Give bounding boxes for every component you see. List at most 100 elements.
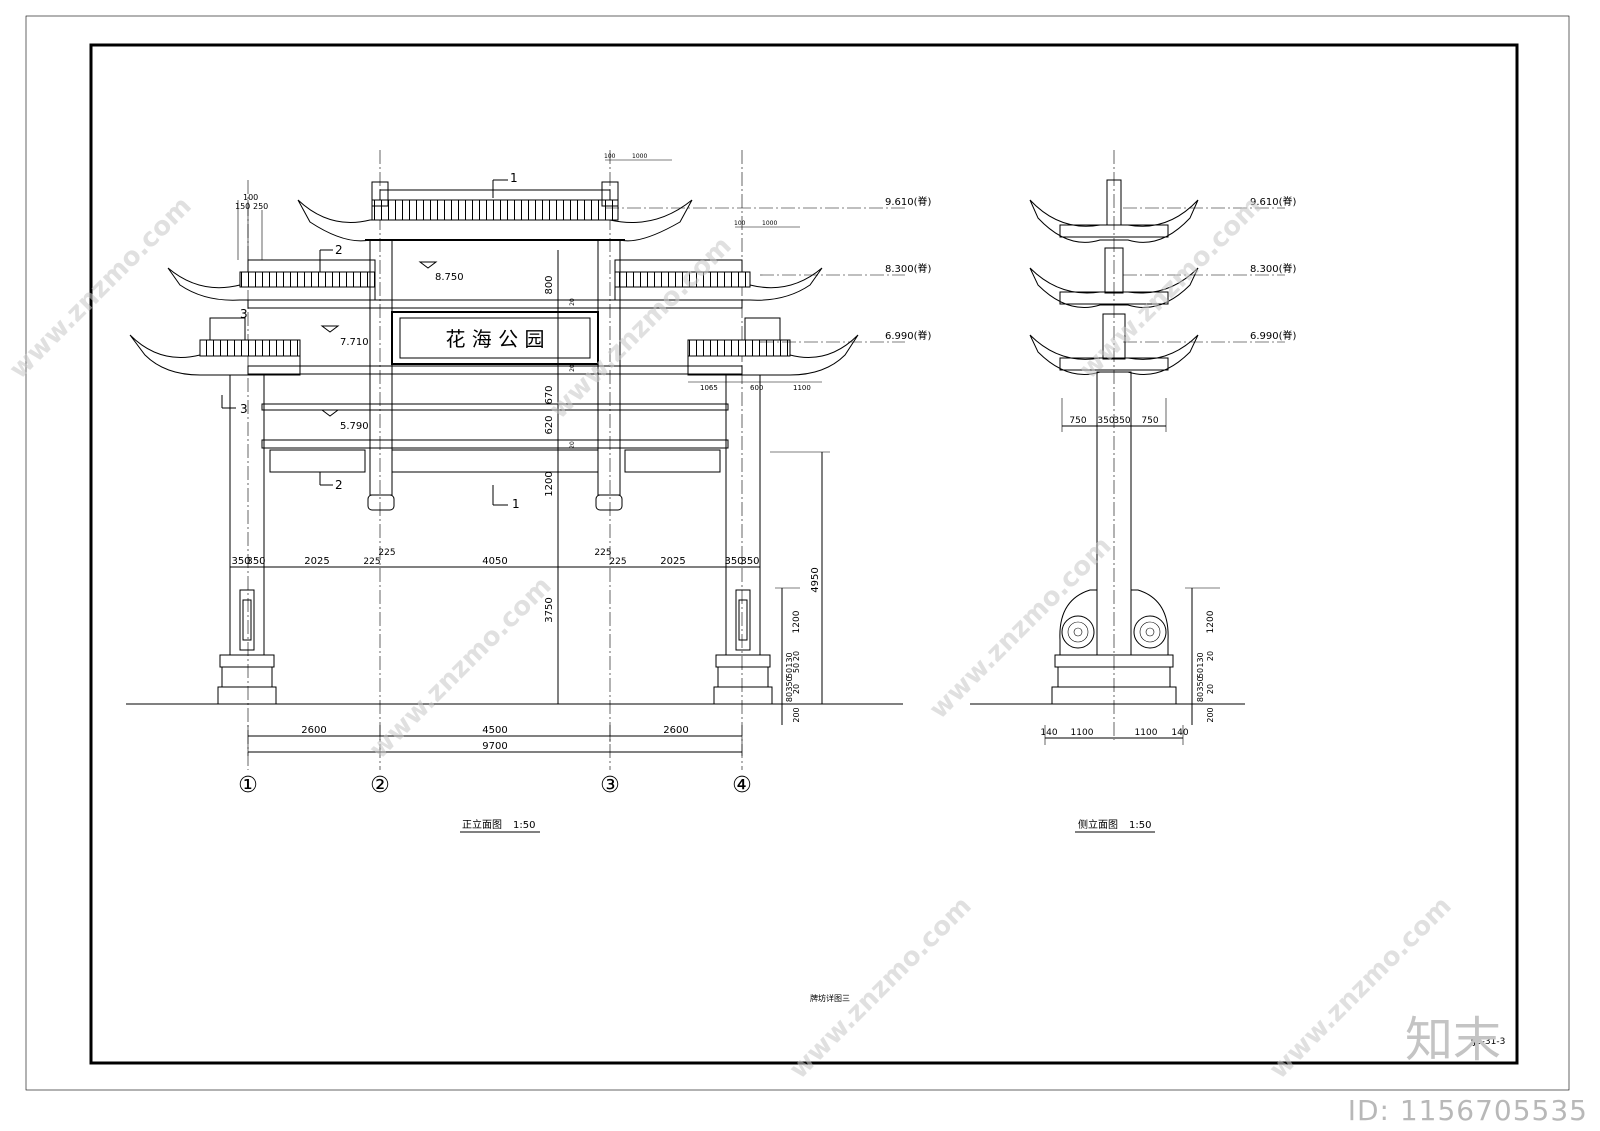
vdim-1200b: 1200 [792,610,802,633]
callout-3b: 3 [240,307,248,321]
hdim-5: 4050 [482,556,507,567]
vdim-20d: 20 [569,298,576,306]
front-elevation-scale: 1:50 [513,820,535,831]
axis-label-3: ③ [600,773,620,798]
front-elevation: 花 海 公 园 9.610(脊) [126,150,932,833]
outer-column-right [713,374,773,705]
lower-roofs [129,317,859,376]
side-dim-350b: 350 [1113,416,1130,426]
middle-beam [247,365,743,375]
lower-beam [261,403,729,411]
vdim-50a: 50 [785,668,794,678]
watermark-site-6: www.znzmo.com [784,891,978,1085]
vdim-20b: 20 [792,684,801,694]
upper-beam [247,299,743,309]
axis-label-4: ④ [732,773,752,798]
side-vdim-350: 350 [1196,676,1205,691]
lattice-left [269,449,366,473]
side-dim-750a: 750 [1069,416,1086,426]
vdim-4950: 4950 [810,567,821,592]
plaque-panel [399,317,591,359]
outer-column-left [217,374,277,705]
vdim-350: 350 [785,676,794,691]
side-vdim-80: 80 [1196,692,1205,702]
side-vdim-130: 130 [1196,652,1205,667]
vdim-200: 200 [792,707,801,722]
watermark-logo: 知末 [1405,1012,1502,1068]
dim-tl-150: 150 [235,202,250,211]
side-level-top: 9.610(脊) [1250,195,1297,208]
vdim-20e: 20 [569,364,576,372]
side-roof-low [1029,313,1199,375]
hdim-2: 2025 [304,556,329,567]
vdim-3750: 3750 [544,597,555,622]
watermark-id: ID: 1156705535 [1347,1094,1588,1127]
side-vdim-50: 50 [1196,668,1205,678]
callout-2: 2 [335,243,343,257]
sheet-name: 牌坊详图三 [810,993,850,1003]
side-elevation: 9.610(脊) 8.300(脊) 6.990(脊) 750 350 350 7… [970,150,1297,833]
side-dim-750b: 750 [1141,416,1158,426]
vdim-1200a: 1200 [544,471,555,496]
bottom-dim-2600b: 2600 [663,725,688,736]
mark-8750: 8.750 [435,272,464,283]
side-dim-1065: 1065 [700,384,718,392]
side-dim-1100: 1100 [793,384,811,392]
side-vdim-20b: 20 [1206,684,1215,694]
callout-2b: 2 [335,478,343,492]
side-dim-600: 600 [750,384,763,392]
callout-3: 3 [240,402,248,416]
vdim-620: 620 [544,415,555,434]
dim-tr-100: 100 [604,153,616,160]
side-roof-mid [1029,247,1199,308]
callout-1b: 1 [512,497,520,511]
watermark-layer: www.znzmo.com www.znzmo.com www.znzmo.co… [4,191,1458,1085]
side-level-low: 6.990(脊) [1250,329,1297,342]
outer-border [25,15,1570,1091]
vdim-20a: 20 [792,651,801,661]
frieze-beam [261,439,729,449]
vdim-800: 800 [544,275,555,294]
side-roof-top [1029,179,1199,243]
side-vdim-20a: 20 [1206,651,1215,661]
bottom-dim-4500: 4500 [482,725,507,736]
plaque-text: 花 海 公 园 [445,327,544,351]
side-elevation-title: 侧立面图 [1078,818,1118,831]
top-roof [297,181,693,242]
side-dim-350a: 350 [1097,416,1114,426]
hdim-3: 225 [363,557,380,567]
mark-7710: 7.710 [340,337,369,348]
hdim-6: 225 [594,548,611,558]
side-level-mid: 8.300(脊) [1250,262,1297,275]
front-elevation-title: 正立面图 [462,818,502,831]
hdim-4: 225 [378,548,395,558]
hdim-7: 225 [609,557,626,567]
mark-5790: 5.790 [340,421,369,432]
drum-stone-right [1130,589,1169,656]
side-vdim-1200: 1200 [1206,610,1216,633]
dim-tr2-100: 100 [734,220,746,227]
axis-label-2: ② [370,773,390,798]
lattice-right [624,449,721,473]
side-bdim-1100b: 1100 [1135,728,1158,738]
drum-stone-left [1059,589,1098,656]
bottom-dim-9700: 9700 [482,741,507,752]
hdim-8: 2025 [660,556,685,567]
front-level-top: 9.610(脊) [885,195,932,208]
front-level-mid: 8.300(脊) [885,262,932,275]
dim-tr-1000: 1000 [632,153,647,160]
side-bdim-140a: 140 [1040,728,1057,738]
side-base-3 [1051,686,1177,705]
dim-tl-250: 250 [253,202,268,211]
hdim-0: 350 [231,556,250,567]
hdim-9: 350 [724,556,743,567]
vdim-670: 670 [544,385,555,404]
dim-tl-100: 100 [243,193,258,202]
vdim-80: 80 [785,692,794,702]
callout-top-1: 1 [510,171,518,185]
front-level-low: 6.990(脊) [885,329,932,342]
side-elevation-scale: 1:50 [1129,820,1151,831]
middle-roofs [167,259,823,301]
